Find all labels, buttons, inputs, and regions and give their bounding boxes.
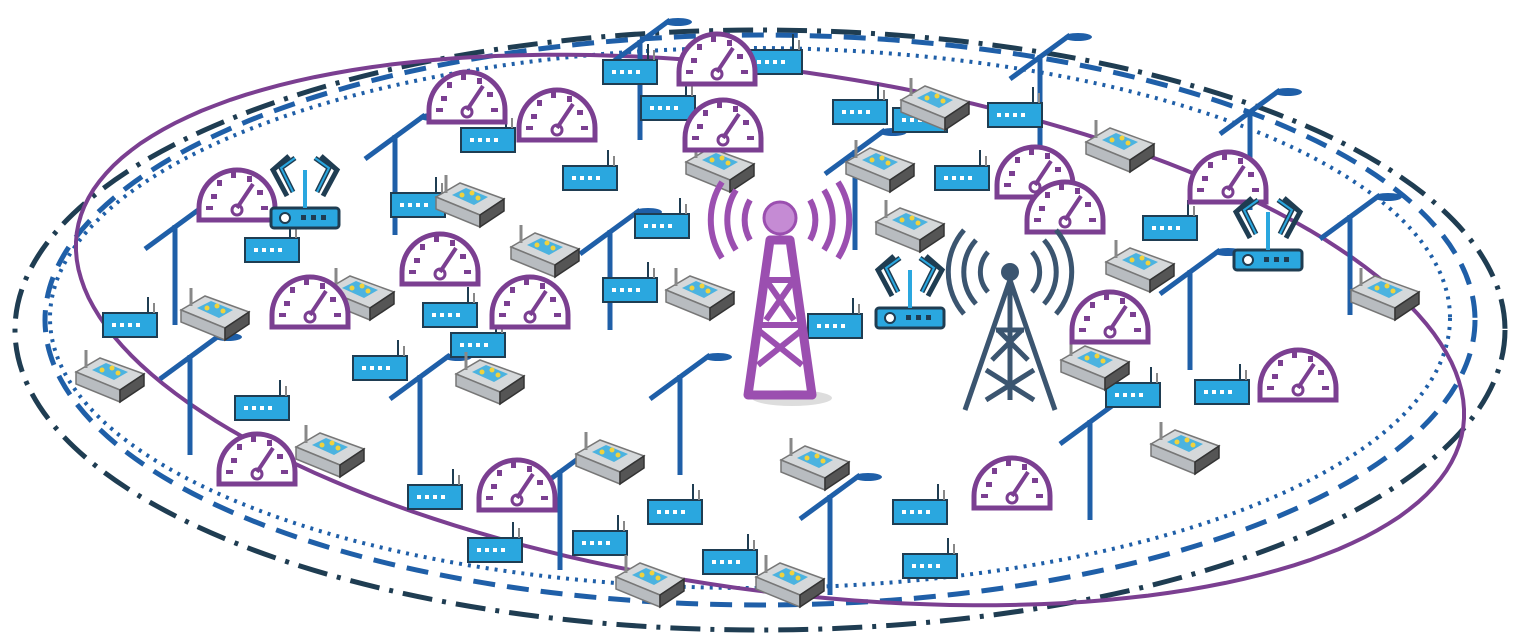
gateway-icon: [234, 379, 290, 421]
sensor-device-icon: [454, 350, 526, 406]
gateway-icon: [934, 149, 990, 191]
dash-dot-boundary: [12, 27, 1508, 633]
sensor-device-icon: [664, 266, 736, 322]
smart-meter-icon: [1072, 292, 1148, 342]
sensor-device-icon: [779, 436, 851, 492]
smart-meter-icon: [492, 277, 568, 327]
smart-meter-icon: [679, 34, 755, 84]
smart-meter-icon: [272, 277, 348, 327]
gateway-icon: [407, 468, 463, 510]
street-light-icon: [1060, 398, 1142, 520]
dashed-boundary: [42, 32, 1478, 608]
smart-meter-icon: [1260, 350, 1336, 400]
sensor-device-icon: [434, 173, 506, 229]
smart-meter-icon: [219, 434, 295, 484]
sensor-device-icon: [1084, 118, 1156, 174]
sensor-device-icon: [509, 223, 581, 279]
gateway-icon: [892, 483, 948, 525]
sensor-device-icon: [754, 553, 826, 609]
gateway-icon: [702, 533, 758, 575]
smart-meter-icon: [1190, 152, 1266, 202]
smart-meter-icon: [974, 458, 1050, 508]
gateway-icon: [634, 197, 690, 239]
gateway-icon: [1194, 363, 1250, 405]
sensor-device-icon: [1149, 420, 1221, 476]
gateway-icon: [422, 286, 478, 328]
gateway-icon: [647, 483, 703, 525]
sensor-device-icon: [574, 430, 646, 486]
gateway-icon: [1142, 199, 1198, 241]
gateway-icon: [987, 86, 1043, 128]
street-light-icon: [650, 353, 732, 475]
dotted-boundary: [48, 46, 1452, 590]
gateway-icon: [467, 521, 523, 563]
gateway-icon: [902, 537, 958, 579]
gateway-icon: [352, 339, 408, 381]
wifi-router-icon: [271, 156, 339, 228]
street-light-icon: [160, 333, 242, 455]
sensor-device-icon: [1104, 238, 1176, 294]
sensor-device-icon: [1349, 266, 1421, 322]
purple-cell-tower-icon: [707, 180, 853, 406]
smart-meter-icon: [429, 72, 505, 122]
smart-meter-icon: [685, 100, 761, 150]
street-light-icon: [1010, 33, 1092, 155]
smart-meter-icon: [199, 170, 275, 220]
sensor-device-icon: [179, 286, 251, 342]
gateway-icon: [832, 83, 888, 125]
gateway-icon: [102, 296, 158, 338]
smart-meter-icon: [402, 234, 478, 284]
gateway-icon: [562, 149, 618, 191]
gateway-icon: [572, 514, 628, 556]
gateway-icon: [807, 297, 863, 339]
dark-cell-tower-icon: [945, 228, 1075, 411]
smart-meter-icon: [1027, 182, 1103, 232]
smart-meter-icon: [479, 460, 555, 510]
wifi-router-icon: [876, 256, 944, 328]
sensor-device-icon: [874, 198, 946, 254]
smart-meter-icon: [519, 90, 595, 140]
